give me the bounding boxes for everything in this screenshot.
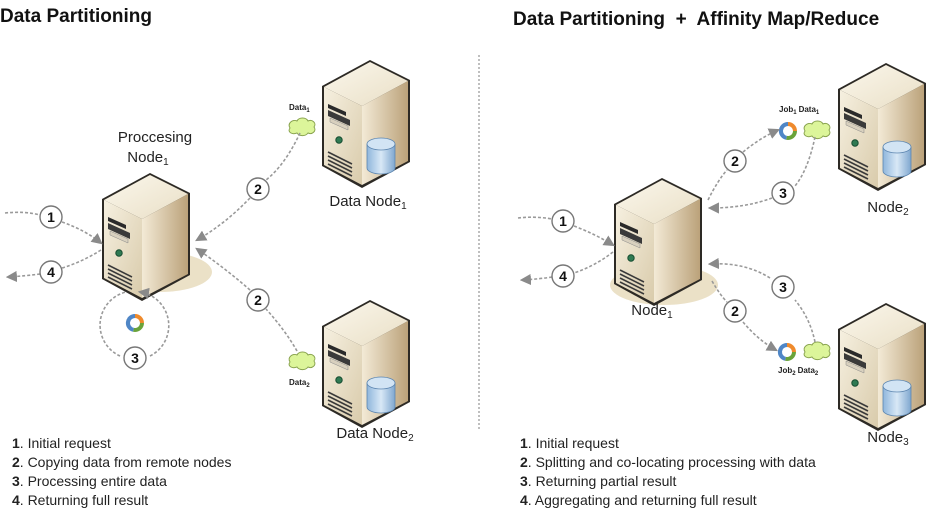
connector-2a-arrow bbox=[742, 128, 781, 153]
data2-cloud-icon bbox=[288, 351, 316, 371]
step-badge-3: 3 bbox=[771, 181, 795, 205]
legend-item: 4. Aggregating and returning full result bbox=[520, 492, 757, 508]
step-badge-3: 3 bbox=[123, 346, 147, 370]
database-icon bbox=[366, 137, 396, 175]
connector-3a-line bbox=[794, 136, 816, 187]
legend-item: 3. Processing entire data bbox=[12, 473, 167, 489]
connector-3b-arrow bbox=[707, 257, 771, 279]
connector-3b-line bbox=[794, 299, 816, 343]
step-badge-4: 4 bbox=[551, 264, 575, 288]
node3-label: Node3 bbox=[867, 429, 909, 448]
loop-right bbox=[137, 287, 170, 357]
connector-4-line bbox=[573, 251, 614, 274]
step-badge-2: 2 bbox=[723, 149, 747, 173]
legend-item: 1. Initial request bbox=[520, 435, 619, 451]
step-badge-1: 1 bbox=[551, 209, 575, 233]
step-badge-2: 2 bbox=[246, 288, 270, 312]
connector-4-arrow bbox=[519, 273, 553, 286]
connector-2b-arrow bbox=[742, 321, 778, 352]
data1-cloud-icon bbox=[803, 120, 831, 140]
step-badge-3: 3 bbox=[771, 275, 795, 299]
data-node2-server-icon[interactable] bbox=[321, 299, 411, 429]
left-legend: 1. Initial request 2. Copying data from … bbox=[12, 434, 231, 510]
processing-cycle-icon bbox=[125, 313, 145, 333]
connector-2b-arrow bbox=[195, 247, 251, 291]
svg-text:3: 3 bbox=[779, 279, 787, 295]
svg-text:2: 2 bbox=[731, 153, 739, 169]
node2-server-icon[interactable] bbox=[837, 62, 927, 192]
connector-2b-line bbox=[265, 308, 298, 352]
step-badge-2: 2 bbox=[246, 177, 270, 201]
svg-text:2: 2 bbox=[254, 181, 262, 197]
connector-1-in bbox=[4, 211, 41, 216]
svg-text:1: 1 bbox=[559, 213, 567, 229]
legend-item: 2. Copying data from remote nodes bbox=[12, 454, 232, 470]
connector-4-line bbox=[61, 249, 102, 269]
connector-4-arrow bbox=[5, 270, 41, 283]
node1-label: Node1 bbox=[631, 302, 673, 321]
data-node1-server-icon[interactable] bbox=[321, 59, 411, 189]
legend-item: 3. Returning partial result bbox=[520, 473, 677, 489]
connector-3a-arrow bbox=[707, 197, 773, 214]
svg-text:1: 1 bbox=[47, 209, 55, 225]
processing-node-label-line2: Node1 bbox=[127, 149, 169, 168]
processing-node-label-line1: Proccesing bbox=[118, 129, 192, 146]
node1-server-icon[interactable] bbox=[613, 177, 703, 307]
job1-cycle-icon bbox=[778, 121, 798, 141]
right-title: Data Partitioning + Affinity Map/Reduce bbox=[513, 9, 879, 30]
svg-text:3: 3 bbox=[131, 350, 139, 366]
data1-tag: Data1 bbox=[289, 103, 310, 114]
svg-text:2: 2 bbox=[254, 292, 262, 308]
node3-server-icon[interactable] bbox=[837, 302, 927, 432]
loop-left bbox=[99, 291, 127, 357]
left-title: Data Partitioning bbox=[0, 6, 152, 27]
database-icon bbox=[366, 376, 396, 414]
connector-2a-arrow bbox=[195, 197, 251, 242]
legend-item: 1. Initial request bbox=[12, 435, 111, 451]
data-node2-label: Data Node2 bbox=[336, 425, 414, 444]
svg-text:2: 2 bbox=[731, 303, 739, 319]
legend-item: 4. Returning full result bbox=[12, 492, 149, 508]
connector-2a-line bbox=[707, 169, 728, 201]
data-node1-label: Data Node1 bbox=[329, 193, 407, 212]
connector-2a-line bbox=[265, 132, 301, 181]
connector-1-arrow bbox=[61, 221, 103, 245]
legend-item: 2. Splitting and co-locating processing … bbox=[520, 454, 816, 470]
data2-tag: Data2 bbox=[289, 378, 310, 389]
node2-label: Node2 bbox=[867, 199, 909, 218]
step-badge-2: 2 bbox=[723, 299, 747, 323]
data2-cloud-icon bbox=[803, 341, 831, 361]
svg-text:4: 4 bbox=[559, 268, 567, 284]
data1-cloud-icon bbox=[288, 117, 316, 137]
svg-text:3: 3 bbox=[779, 185, 787, 201]
processing-node-server-icon[interactable] bbox=[101, 172, 191, 302]
step-badge-1: 1 bbox=[39, 205, 63, 229]
connector-1-in bbox=[517, 216, 553, 220]
step-badge-4: 4 bbox=[39, 260, 63, 284]
connector-2b-line bbox=[711, 280, 728, 303]
svg-text:4: 4 bbox=[47, 264, 55, 280]
database-icon bbox=[882, 140, 912, 178]
job2-cycle-icon bbox=[777, 342, 797, 362]
database-icon bbox=[882, 379, 912, 417]
connector-1-arrow bbox=[573, 225, 615, 247]
right-legend: 1. Initial request 2. Splitting and co-l… bbox=[520, 434, 816, 510]
